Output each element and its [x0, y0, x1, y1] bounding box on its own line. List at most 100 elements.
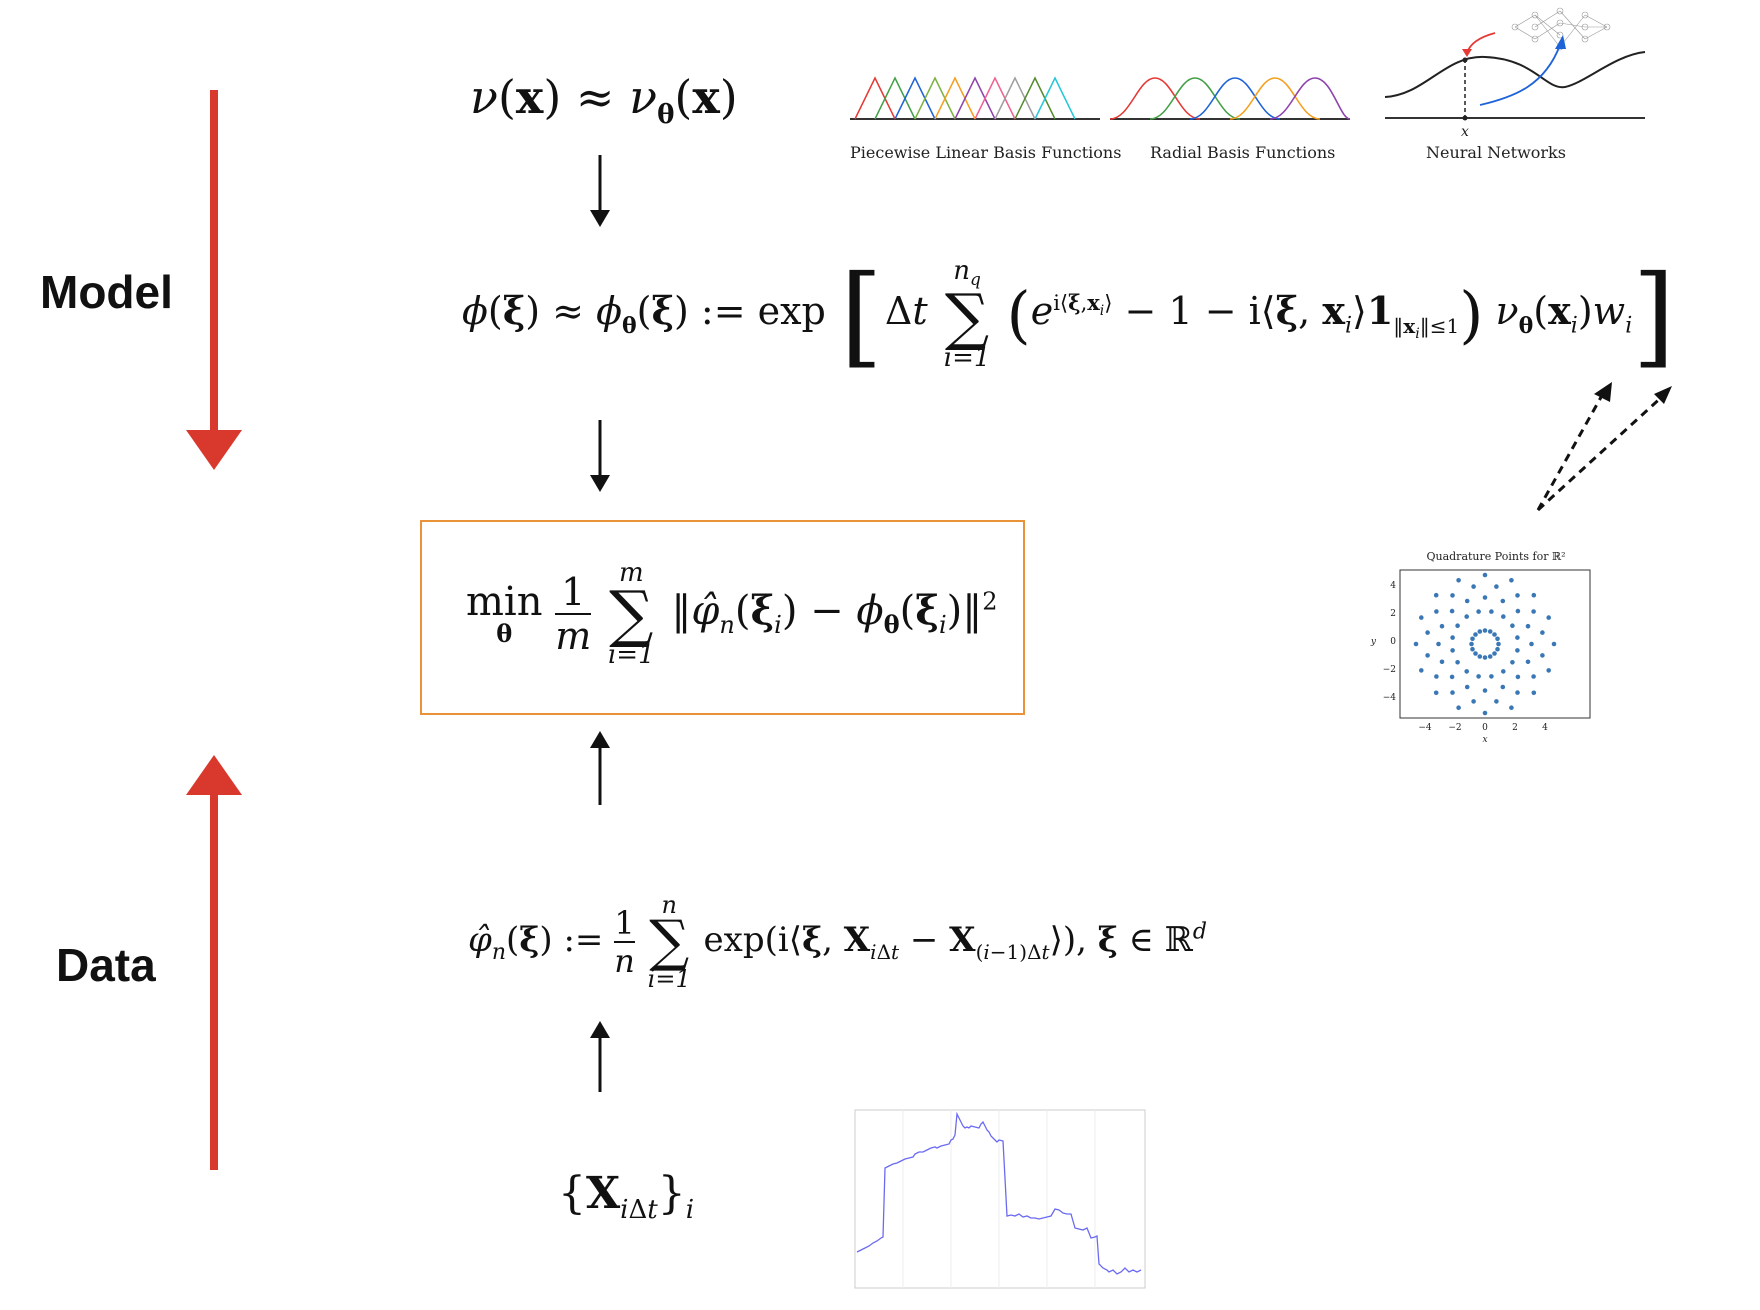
quadrature-point	[1450, 593, 1455, 598]
piecewise-basis-plot	[850, 76, 1100, 120]
quadrature-point	[1540, 630, 1545, 635]
quadrature-point	[1515, 593, 1520, 598]
quadrature-point	[1482, 655, 1488, 660]
model-arrow	[186, 90, 242, 470]
quadrature-point	[1464, 684, 1470, 690]
ytick-1: 2	[1390, 609, 1396, 619]
quadrature-point	[1525, 659, 1531, 665]
quadrature-point	[1494, 584, 1499, 589]
characteristic-function-equation: ϕ(ξ) ≈ ϕθ(ξ) := exp [Δt nq∑i=1 (ei⟨ξ,xi⟩…	[462, 250, 1676, 379]
xtick-2: 0	[1482, 723, 1488, 733]
quadrature-point	[1510, 660, 1515, 665]
quadrature-point	[1477, 654, 1483, 659]
quadrature-link-arrows	[1536, 382, 1672, 512]
quadrature-point	[1482, 688, 1488, 693]
quadrature-point	[1473, 632, 1478, 637]
data-label: Data	[56, 939, 156, 991]
quadrature-point	[1529, 641, 1534, 647]
quadrature-point	[1433, 592, 1439, 598]
quadrature-point	[1425, 653, 1430, 658]
quadrature-point	[1495, 646, 1500, 652]
quadrature-point	[1471, 584, 1476, 589]
quadrature-point	[1492, 651, 1497, 656]
quadrature-point	[1464, 598, 1470, 604]
radial-basis-plot	[1109, 77, 1351, 120]
quadrature-point	[1439, 623, 1445, 629]
quadrature-point	[1439, 659, 1445, 665]
quadrature-point	[1476, 674, 1481, 679]
quadrature-point	[1482, 710, 1488, 716]
quadrature-point	[1515, 648, 1520, 653]
quadrature-point	[1455, 623, 1460, 628]
quadrature-point	[1434, 609, 1439, 614]
xtick-4: 4	[1542, 723, 1548, 733]
objective-box	[420, 520, 1025, 715]
neural-network-plot	[1384, 7, 1646, 121]
model-label: Model	[40, 266, 173, 318]
xtick-3: 2	[1512, 723, 1518, 733]
quadrature-point	[1450, 635, 1455, 640]
quadrature-point	[1469, 641, 1474, 647]
ytick-2: 0	[1390, 637, 1396, 647]
ytick-0: 4	[1390, 581, 1396, 591]
data-arrow	[186, 755, 242, 1170]
quadrature-point	[1531, 674, 1536, 679]
data-samples-equation: {XiΔt}i	[558, 1168, 695, 1225]
x-axis-label: x	[1482, 735, 1487, 745]
quadrature-point	[1509, 578, 1514, 583]
quadrature-plot-title: Quadrature Points for ℝ²	[1426, 550, 1565, 563]
quadrature-point	[1470, 646, 1475, 652]
quadrature-points	[1413, 572, 1557, 716]
quadrature-point	[1473, 651, 1478, 656]
flow-arrow-2	[590, 420, 610, 492]
quadrature-point	[1436, 641, 1441, 647]
quadrature-point	[1489, 674, 1494, 679]
quadrature-point	[1492, 632, 1497, 637]
y-axis-label: y	[1370, 637, 1377, 647]
xtick-1: −2	[1448, 723, 1461, 733]
quadrature-point	[1464, 614, 1469, 619]
quadrature-plot: Quadrature Points for ℝ² −4 −2 0 2 4 x 4…	[1370, 550, 1591, 745]
quadrature-point	[1419, 615, 1424, 620]
quadrature-point	[1515, 690, 1520, 695]
quadrature-point	[1525, 623, 1531, 629]
quadrature-point	[1476, 609, 1481, 614]
quadrature-point	[1433, 690, 1439, 696]
quadrature-point	[1425, 630, 1430, 635]
quadrature-point	[1531, 690, 1537, 696]
radial-caption: Radial Basis Functions	[1150, 143, 1336, 162]
quadrature-point	[1509, 705, 1514, 710]
xtick-0: −4	[1418, 723, 1432, 733]
quadrature-point	[1450, 690, 1455, 695]
quadrature-point	[1482, 595, 1488, 600]
quadrature-point	[1496, 641, 1501, 647]
quadrature-point	[1515, 635, 1520, 640]
quadrature-point	[1464, 669, 1469, 674]
quadrature-point	[1434, 674, 1439, 679]
ytick-4: −4	[1383, 693, 1397, 703]
quadrature-point	[1482, 628, 1488, 633]
quadrature-point	[1449, 608, 1455, 614]
quadrature-point	[1515, 674, 1521, 680]
quadrature-point	[1455, 660, 1460, 665]
flow-arrow-4	[590, 1021, 610, 1092]
piecewise-caption: Piecewise Linear Basis Functions	[850, 143, 1122, 162]
neural-x-label: x	[1461, 124, 1469, 140]
quadrature-point	[1501, 669, 1506, 674]
quadrature-point	[1515, 608, 1521, 614]
quadrature-point	[1510, 623, 1515, 628]
quadrature-point	[1413, 641, 1419, 647]
quadrature-point	[1456, 578, 1461, 583]
quadrature-point	[1494, 699, 1499, 704]
quadrature-point	[1477, 629, 1483, 634]
quadrature-point	[1470, 636, 1475, 642]
flow-arrow-1	[590, 155, 610, 227]
quadrature-point	[1471, 699, 1476, 704]
quadrature-point	[1546, 615, 1551, 620]
neural-caption: Neural Networks	[1426, 143, 1566, 162]
quadrature-point	[1487, 654, 1493, 659]
sample-path-plot	[854, 1109, 1146, 1289]
quadrature-point	[1540, 653, 1545, 658]
quadrature-point	[1449, 674, 1455, 680]
